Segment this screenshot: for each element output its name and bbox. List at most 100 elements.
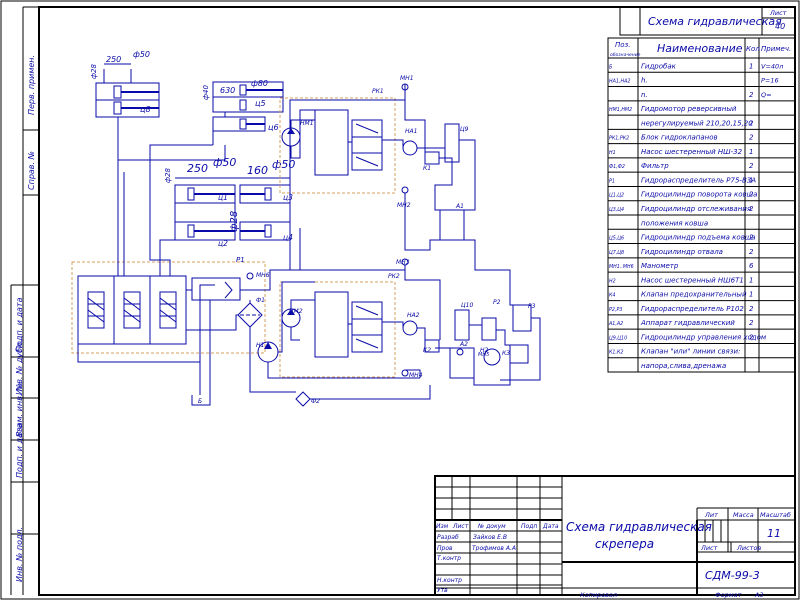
bom-cell-qty: 2	[749, 119, 754, 127]
label-k3: К3	[502, 350, 510, 357]
side-labels: Перв. примен. Справ. № Подп. и дата Инв.…	[15, 55, 36, 582]
bom-cell-name: Гидрораспределитель Р75-В3А	[641, 176, 756, 184]
label-mn5: МН5	[478, 352, 489, 358]
tb-col-data: Дата	[542, 523, 559, 530]
stamp-title: Схема гидравлическая	[648, 15, 782, 28]
tb-masshtab: Масштаб	[760, 511, 791, 519]
side-label-vzam-inv: Взам. инв. №	[15, 383, 24, 437]
bom-header-poz-sub: обозначение	[610, 52, 641, 58]
bom-cell-qty: 2	[749, 134, 754, 142]
label-c10: Ц10	[461, 302, 473, 309]
tb-tkontr: Т.контр	[437, 555, 461, 562]
valve-k1	[424, 151, 440, 165]
bom-cell-name: Клапан предохранительный	[641, 291, 747, 299]
bom-cell-poz: Б	[609, 64, 613, 70]
label-ha2: НА2	[407, 312, 420, 319]
bom-cell-poz: А1,А2	[608, 321, 623, 327]
valve-block-pk2	[314, 291, 349, 358]
bom-cell-qty: 2	[749, 191, 754, 199]
side-label-sprav-no: Справ. №	[27, 151, 36, 190]
bom-cell-qty: 1	[749, 176, 753, 184]
dim-d50-a: ф50	[133, 50, 150, 59]
pipes	[77, 84, 541, 400]
bom-cell-poz: Н2	[609, 278, 616, 284]
label-c5: ц5	[255, 99, 266, 108]
tb-title-line2: скрепера	[595, 537, 654, 551]
bom-cell-poz: К1,К2	[609, 350, 623, 356]
label-mn2: МН2	[397, 202, 411, 209]
side-label-podp-data-2: Подп. и дата	[15, 423, 24, 478]
filter-f1: Ф1	[237, 297, 265, 328]
bom-cell-name: Гидроцилиндр поворота ковша	[641, 191, 757, 199]
dim-d50-c: ф50	[272, 158, 295, 171]
side-label-inv-podl: Инв. № подл.	[15, 527, 24, 582]
stamp-sheet-label: Лист	[769, 9, 787, 17]
cylinders-c1-c4: ц1 ц2 ц3 ц4 ф28 250 ф50 160 ф50 ф28	[164, 156, 295, 248]
bom-cell-poz: Р2,Р3	[609, 307, 622, 313]
bom-header-qty: Кол	[746, 45, 760, 53]
pilot-frame-top	[279, 97, 396, 194]
label-hm2: НМ2	[289, 308, 303, 315]
bom-cell-name: Гидроцилиндр управления ходом	[641, 333, 767, 341]
label-p2: Р2	[493, 299, 501, 306]
label-mn6: МН6	[256, 272, 270, 279]
bom-cell-name: Гидробак	[641, 62, 677, 70]
tb-list-label: Лист	[700, 544, 718, 552]
bom-cell-name: Гидрораспределитель Р102	[641, 305, 744, 313]
tb-kopiroval: Копировал	[580, 591, 617, 599]
bom-cell-poz: Ц9,Ц10	[609, 335, 627, 341]
bom-cell-qty: 6	[749, 262, 754, 270]
motor-assembly-top: НМ1 РК1 НА1 МН1 МН2 К1 Ц9 А1	[281, 75, 469, 241]
label-c1: ц1	[218, 193, 228, 202]
bom-cell-qty: 1	[749, 291, 753, 299]
label-mn3: МН3	[396, 259, 410, 266]
side-label-inv-dubl: Инв. № дубл.	[15, 340, 24, 395]
bom-cell-name: h.	[641, 77, 648, 85]
dim-d50-b: ф50	[213, 156, 236, 169]
valve-bank	[77, 275, 187, 345]
bom-cell-note: P=16	[761, 77, 779, 85]
bom-cell-name: Насос шестеренный НШ6Т1	[641, 276, 744, 284]
accumulator-ha2	[402, 320, 418, 336]
label-c3: ц3	[283, 193, 293, 202]
bom-cell-name: n.	[641, 91, 648, 99]
bom-cell-poz: МН1..МН6	[609, 264, 634, 270]
side-label-perv-primen: Перв. примен.	[27, 55, 36, 115]
label-b: Б	[198, 398, 202, 405]
dim-250-b: 250	[187, 162, 208, 175]
bom-cell-poz: Ц1,Ц2	[609, 193, 624, 199]
tb-col-podp: Подп	[521, 523, 537, 530]
dim-d80: ф80	[251, 79, 268, 88]
bom-cell-poz: Н1	[609, 150, 616, 156]
tb-scale-value: 11	[767, 527, 781, 540]
label-k1: К1	[423, 165, 431, 172]
label-c6: ц6	[268, 123, 279, 132]
label-n1: Н1	[256, 342, 264, 349]
bom-cell-name: нерегулируемый 210,20,15,20	[641, 119, 753, 127]
dim-630: 630	[220, 86, 235, 95]
bom-cell-qty: 2	[749, 305, 754, 313]
label-c9: Ц9	[460, 126, 469, 133]
valve-k3	[509, 344, 529, 364]
cylinder-c5-c6: ц5 ц6 ф40 630 ф80	[202, 79, 284, 145]
label-f1: Ф1	[256, 297, 265, 304]
tb-title-line1: Схема гидравлическая	[566, 520, 712, 534]
label-k2: К2	[423, 347, 431, 354]
valve-block-pk1	[314, 109, 349, 176]
filter-f2: Ф2	[295, 391, 320, 407]
pilot-frame-bottom	[279, 281, 396, 378]
dim-160: 160	[247, 164, 268, 177]
bom-cell-name: Клапан "или" линии связи:	[641, 348, 740, 356]
tb-utv: Утв	[437, 587, 448, 594]
bom-cell-name: Гидромотор реверсивный	[641, 105, 737, 113]
bom-cell-qty: 1	[749, 148, 753, 156]
bom-cell-name: Гидроцилиндр подъема ковша	[641, 234, 756, 242]
bom-cell-name: Фильтр	[641, 162, 669, 170]
bom-header-poz: Поз.	[615, 41, 631, 49]
bom-cell-qty: 2	[749, 319, 754, 327]
label-a2: А2	[459, 341, 468, 348]
bom-cell-name: положения ковша	[641, 219, 708, 227]
